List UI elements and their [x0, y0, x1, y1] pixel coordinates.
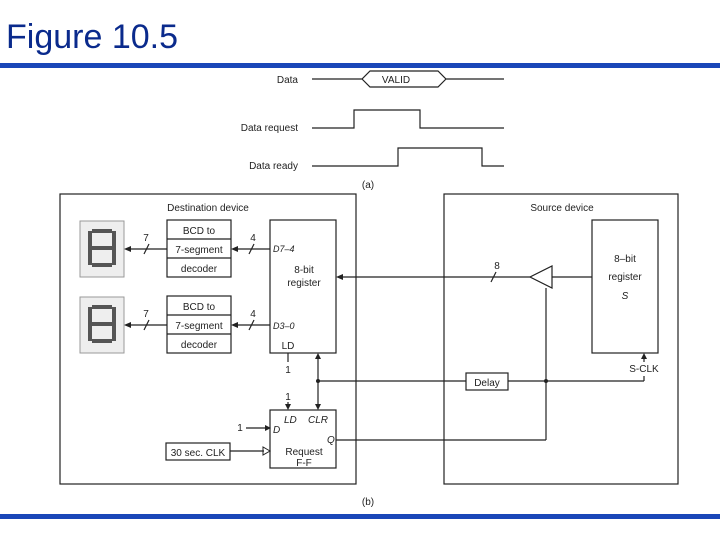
slide-title: Figure 10.5	[6, 18, 178, 56]
signal-label-data: Data	[277, 75, 299, 86]
top-rule	[0, 63, 720, 68]
ff-name-line2: F-F	[296, 458, 312, 469]
caption-b: (b)	[362, 497, 374, 508]
clock-label: 30 sec. CLK	[171, 448, 226, 459]
decoder-top-line2: 7-segment	[175, 245, 222, 256]
tristate-buffer	[528, 265, 553, 289]
seven-segment-display-bottom	[79, 296, 125, 354]
ff-clr-label: CLR	[308, 415, 328, 426]
destination-device: Destination device BCD to 7-segme	[59, 193, 357, 485]
delay-label: Delay	[474, 378, 500, 389]
source-device-box	[443, 193, 679, 485]
source-register-line1: 8–bit	[614, 254, 636, 265]
bus-8-label: 8	[494, 261, 500, 272]
source-device: Source device 8–bit register S S-CLK Del…	[443, 193, 679, 485]
bottom-rule	[0, 514, 720, 519]
waveform-data-request	[312, 109, 504, 129]
source-register-line2: register	[608, 272, 642, 283]
register-label-line2: register	[287, 278, 321, 289]
register-d-high-label: D7–4	[273, 244, 295, 254]
destination-device-title: Destination device	[167, 203, 249, 214]
ff-q-label: Q	[327, 435, 335, 446]
ff-d-one: 1	[237, 423, 243, 434]
ff-name-line1: Request	[285, 447, 322, 458]
source-device-title: Source device	[530, 203, 594, 214]
destination-device-box	[59, 193, 357, 485]
decoder-bottom-line1: BCD to	[183, 302, 216, 313]
timing-diagram: Data Data request Data ready VALID (a)	[241, 70, 504, 191]
s-clk-label: S-CLK	[629, 364, 659, 375]
decoder-top-line3: decoder	[181, 264, 218, 275]
request-ff-box	[269, 409, 337, 469]
bus-4-bottom-label: 4	[250, 309, 256, 320]
signal-label-data-ready: Data ready	[249, 161, 298, 172]
valid-label: VALID	[382, 75, 410, 86]
ff-ld-one: 1	[285, 392, 291, 403]
ff-d-label: D	[273, 425, 280, 436]
source-register-box	[591, 219, 659, 354]
seven-segment-display-top	[79, 220, 125, 278]
destination-register-box	[269, 219, 337, 354]
bus-7-bottom-label: 7	[143, 309, 149, 320]
register-ld-label: LD	[282, 341, 295, 352]
waveform-data	[312, 70, 504, 88]
bus-7-top-label: 7	[143, 233, 149, 244]
decoder-bottom-line3: decoder	[181, 340, 218, 351]
bus-4-top-label: 4	[250, 233, 256, 244]
waveform-data-ready	[312, 147, 504, 167]
decoder-bottom-line2: 7-segment	[175, 321, 222, 332]
source-register-s: S	[622, 291, 629, 302]
interconnect-wires: 8	[315, 261, 645, 441]
register-d-low-label: D3–0	[273, 321, 295, 331]
decoder-top-line1: BCD to	[183, 226, 216, 237]
caption-a: (a)	[362, 180, 374, 191]
ff-ld-label: LD	[284, 415, 297, 426]
signal-label-data-request: Data request	[241, 123, 298, 134]
register-label-line1: 8-bit	[294, 265, 314, 276]
register-ld-one: 1	[285, 365, 291, 376]
